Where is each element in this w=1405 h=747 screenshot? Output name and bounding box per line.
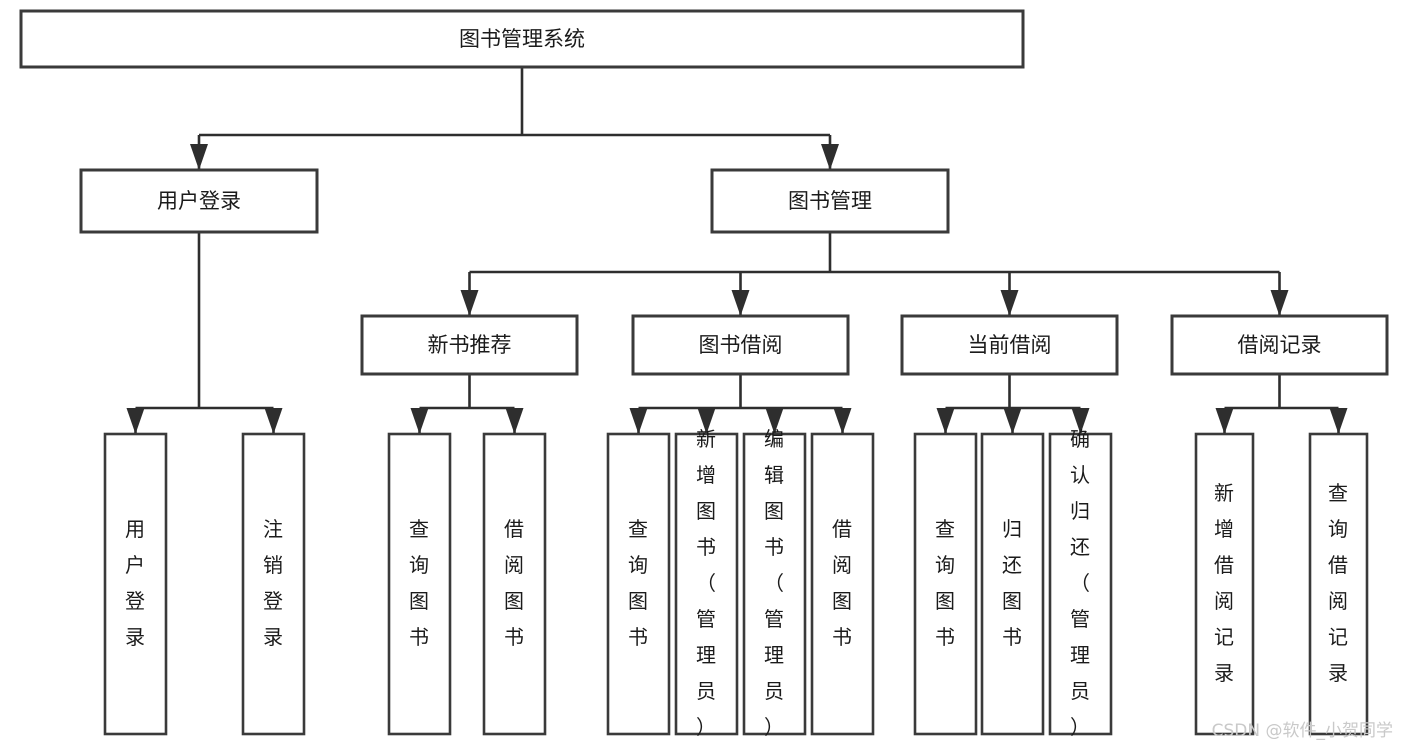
node-leaf-查询图书[interactable]: 查询图书 bbox=[387, 432, 452, 736]
node-level2-图书管理[interactable]: 图书管理 bbox=[710, 168, 950, 234]
node-label: 查询图书 bbox=[935, 517, 956, 649]
arrow-head-icon bbox=[126, 408, 145, 434]
node-label: 图书借阅 bbox=[699, 333, 783, 357]
node-label: 借阅图书 bbox=[832, 517, 853, 649]
arrow-head-icon bbox=[731, 290, 750, 316]
arrow-head-icon bbox=[833, 408, 852, 434]
node-root-图书管理系统[interactable]: 图书管理系统 bbox=[19, 9, 1025, 69]
arrow-head-icon bbox=[410, 408, 429, 434]
node-box[interactable] bbox=[606, 432, 671, 736]
node-box[interactable] bbox=[913, 432, 978, 736]
node-label: 新书推荐 bbox=[428, 333, 512, 357]
node-level3-当前借阅[interactable]: 当前借阅 bbox=[900, 314, 1119, 376]
arrow-head-icon bbox=[1003, 408, 1022, 434]
node-leaf-查询图书[interactable]: 查询图书 bbox=[606, 432, 671, 736]
node-leaf-确认归还管理员[interactable]: 确认归还（管理员） bbox=[1048, 427, 1113, 739]
arrow-head-icon bbox=[505, 408, 524, 434]
node-leaf-借阅图书[interactable]: 借阅图书 bbox=[482, 432, 547, 736]
node-box[interactable] bbox=[1308, 432, 1369, 736]
node-leaf-归还图书[interactable]: 归还图书 bbox=[980, 432, 1045, 736]
node-leaf-查询借阅记录[interactable]: 查询借阅记录 bbox=[1308, 432, 1369, 736]
arrow-head-icon bbox=[936, 408, 955, 434]
node-label: 图书管理 bbox=[788, 189, 872, 213]
node-label: 确认归还（管理员） bbox=[1070, 427, 1091, 739]
node-leaf-新增借阅记录[interactable]: 新增借阅记录 bbox=[1194, 432, 1255, 736]
arrow-head-icon bbox=[697, 408, 716, 434]
node-box[interactable] bbox=[103, 432, 168, 736]
arrow-head-icon bbox=[1270, 290, 1289, 316]
node-box[interactable] bbox=[387, 432, 452, 736]
arrow-head-icon bbox=[1215, 408, 1234, 434]
node-box[interactable] bbox=[241, 432, 306, 736]
arrow-head-icon bbox=[1071, 408, 1090, 434]
node-box[interactable] bbox=[1194, 432, 1255, 736]
node-leaf-注销登录[interactable]: 注销登录 bbox=[241, 432, 306, 736]
node-label: 用户登录 bbox=[157, 189, 241, 213]
node-label: 注销登录 bbox=[263, 517, 284, 649]
node-leaf-查询图书[interactable]: 查询图书 bbox=[913, 432, 978, 736]
node-leaf-用户登录[interactable]: 用户登录 bbox=[103, 432, 168, 736]
node-label: 图书管理系统 bbox=[459, 27, 585, 51]
node-leaf-借阅图书[interactable]: 借阅图书 bbox=[810, 432, 875, 736]
node-box[interactable] bbox=[19, 9, 1025, 69]
node-box[interactable] bbox=[631, 314, 850, 376]
node-boxes-layer: 图书管理系统用户登录图书管理新书推荐图书借阅当前借阅借阅记录用户登录注销登录查询… bbox=[19, 9, 1389, 739]
node-box[interactable] bbox=[742, 432, 807, 736]
connector-edges-layer bbox=[126, 67, 1348, 434]
node-box[interactable] bbox=[482, 432, 547, 736]
node-box[interactable] bbox=[1048, 432, 1113, 736]
arrow-head-icon bbox=[629, 408, 648, 434]
node-level3-借阅记录[interactable]: 借阅记录 bbox=[1170, 314, 1389, 376]
arrow-head-icon bbox=[190, 144, 208, 170]
arrow-head-icon bbox=[821, 144, 839, 170]
node-leaf-编辑图书管理员[interactable]: 编辑图书（管理员） bbox=[742, 427, 807, 739]
node-box[interactable] bbox=[980, 432, 1045, 736]
node-label: 新增借阅记录 bbox=[1214, 481, 1235, 685]
node-level2-用户登录[interactable]: 用户登录 bbox=[79, 168, 319, 234]
arrow-head-icon bbox=[264, 408, 283, 434]
node-box[interactable] bbox=[79, 168, 319, 234]
node-box[interactable] bbox=[360, 314, 579, 376]
arrow-head-icon bbox=[765, 408, 784, 434]
node-box[interactable] bbox=[710, 168, 950, 234]
csdn-watermark: CSDN @软件_小贺同学 bbox=[1211, 721, 1393, 741]
node-label: 用户登录 bbox=[125, 517, 146, 649]
node-label: 归还图书 bbox=[1002, 517, 1023, 649]
node-level3-图书借阅[interactable]: 图书借阅 bbox=[631, 314, 850, 376]
node-label: 查询图书 bbox=[628, 517, 649, 649]
node-box[interactable] bbox=[1170, 314, 1389, 376]
node-label: 编辑图书（管理员） bbox=[764, 427, 785, 739]
node-level3-新书推荐[interactable]: 新书推荐 bbox=[360, 314, 579, 376]
arrow-head-icon bbox=[1000, 290, 1019, 316]
node-label: 当前借阅 bbox=[968, 333, 1052, 357]
node-box[interactable] bbox=[674, 432, 739, 736]
node-leaf-新增图书管理员[interactable]: 新增图书（管理员） bbox=[674, 427, 739, 739]
node-box[interactable] bbox=[810, 432, 875, 736]
node-label: 查询图书 bbox=[409, 517, 430, 649]
node-label: 借阅图书 bbox=[504, 517, 525, 649]
node-label: 新增图书（管理员） bbox=[696, 427, 717, 739]
arrow-head-icon bbox=[460, 290, 479, 316]
node-label: 查询借阅记录 bbox=[1328, 481, 1349, 685]
node-box[interactable] bbox=[900, 314, 1119, 376]
arrow-head-icon bbox=[1329, 408, 1348, 434]
node-label: 借阅记录 bbox=[1238, 333, 1322, 357]
